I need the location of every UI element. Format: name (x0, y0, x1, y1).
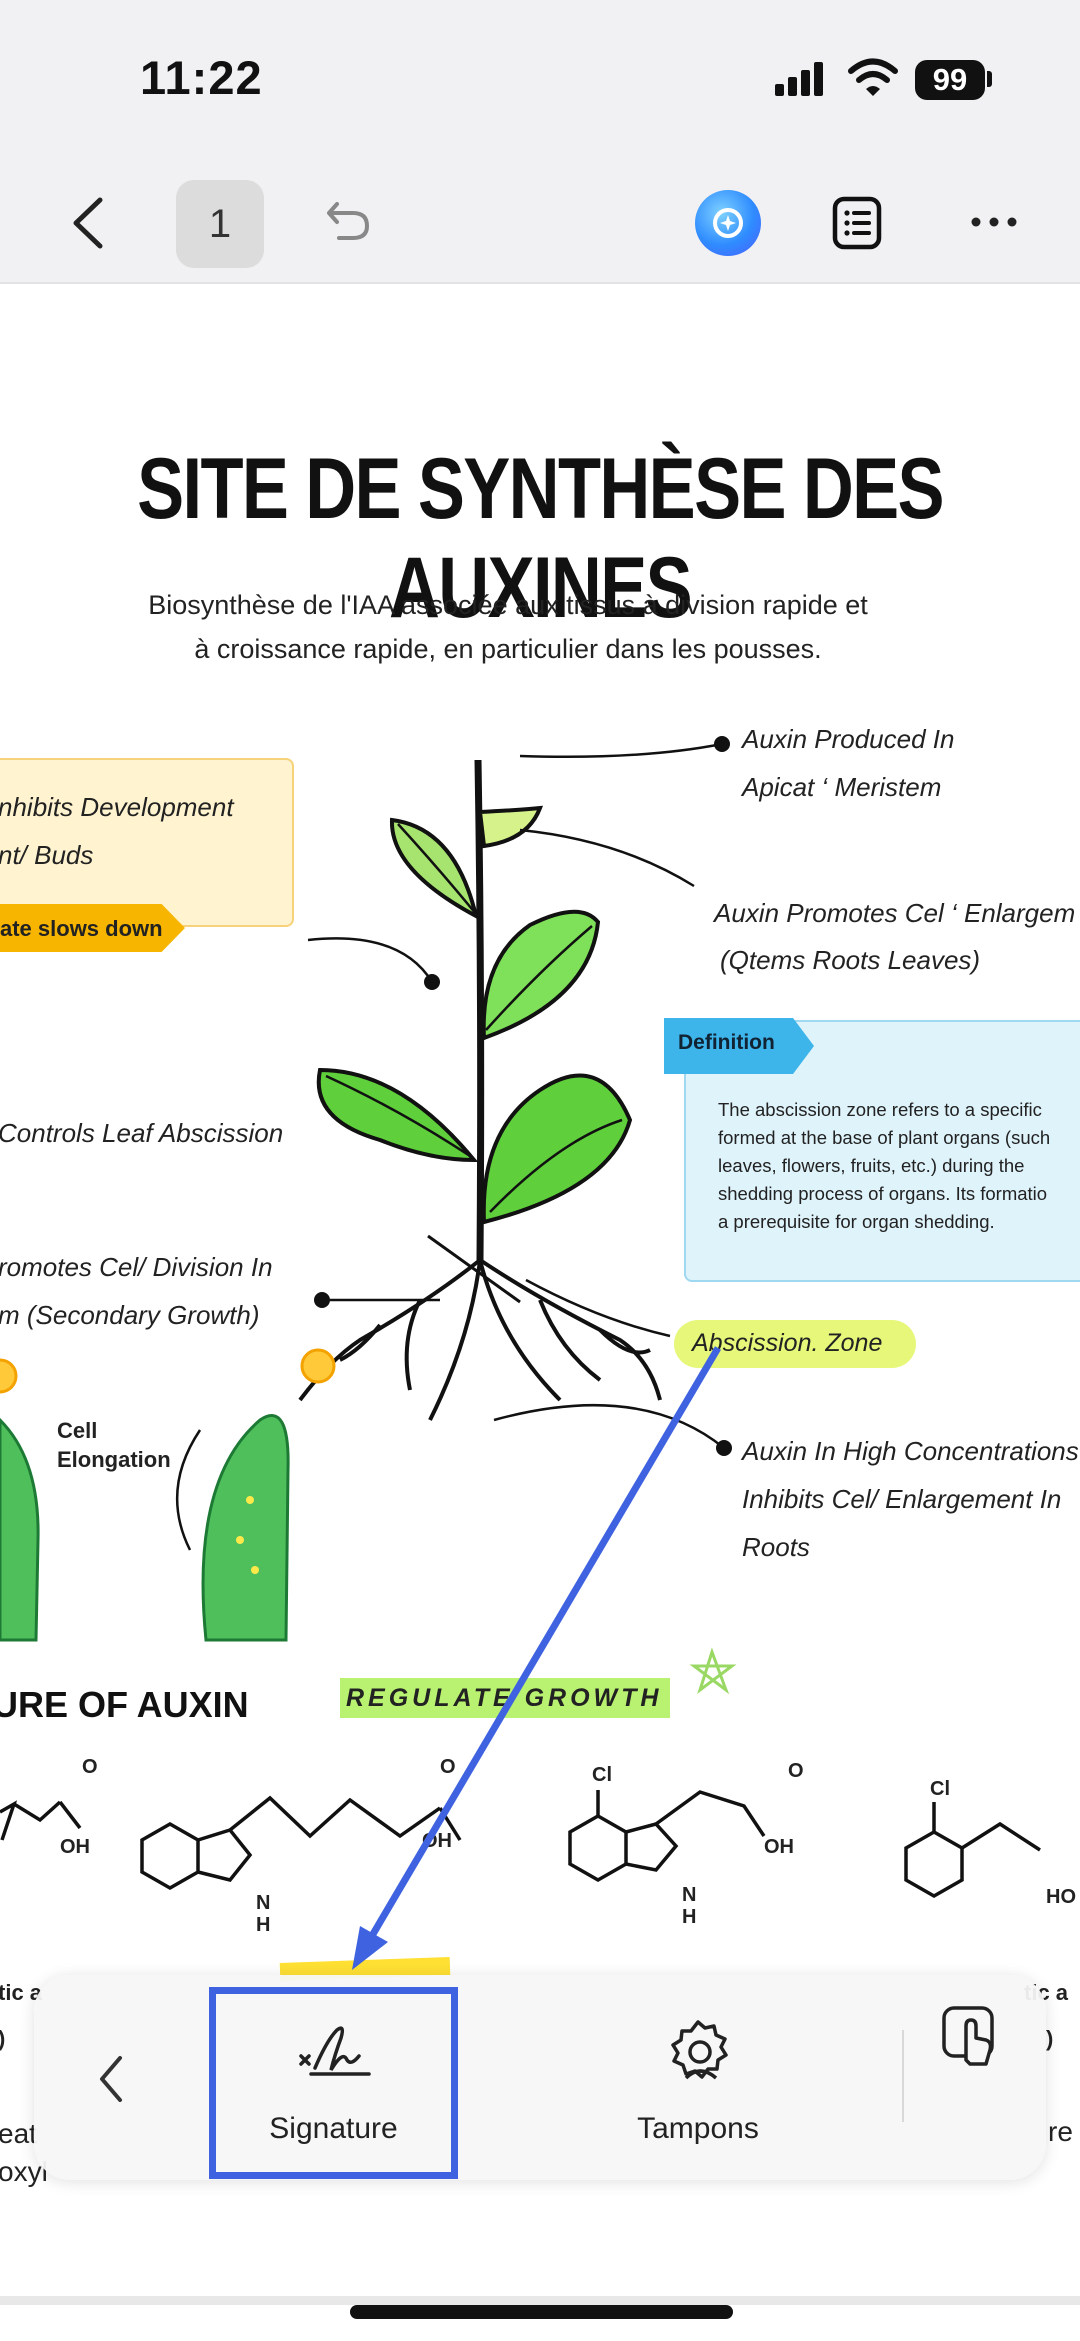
yellow-tag (0, 904, 185, 952)
fragment-text: ) (0, 2026, 5, 2052)
abscission-zone-text: Abscission. Zone (692, 1329, 883, 1357)
cell-elongation-label: Cell Elongation (57, 1416, 171, 1474)
chem-label: H (256, 1914, 271, 1936)
fragment-text: eat (0, 2118, 37, 2149)
note-produced-line2: Apicat ‘ Meristem (742, 772, 942, 802)
definition-line: shedding process of organs. Its formatio (718, 1183, 1048, 1204)
signature-button[interactable] (209, 1987, 458, 2179)
stamps-label[interactable]: Tampons (637, 2112, 759, 2145)
chemical-structures (0, 1790, 1041, 1899)
cell-label-line1: Cell (57, 1418, 98, 1443)
signature-label: Signature (269, 2112, 398, 2145)
more-icon[interactable] (970, 216, 1018, 228)
page-number-button[interactable]: 1 (176, 180, 264, 268)
note-inhibits-line2: nt/ Buds (0, 840, 94, 870)
yellow-tag-text: ate slows down (0, 916, 163, 941)
note-high-line1: Auxin In High Concentrations (742, 1436, 1079, 1466)
document-subtitle-line1: Biosynthèse de l'IAA associée aux tissus… (148, 590, 868, 620)
note-division-line2: m (Secondary Growth) (0, 1300, 260, 1330)
document-subtitle-line2: à croissance rapide, en particulier dans… (194, 634, 822, 664)
top-toolbar (0, 150, 1080, 284)
note-promotes-line2: (Qtems Roots Leaves) (720, 945, 981, 975)
sheet-back-chevron-icon[interactable] (96, 2054, 126, 2104)
list-icon[interactable] (832, 196, 882, 250)
battery-indicator: 99 (915, 60, 985, 100)
definition-text: The abscission zone refers to a specific… (718, 1096, 1080, 1236)
document-title: SITE DE SYNTHÈSE DES AUXINES (137, 441, 944, 636)
note-produced-line1: Auxin Produced In (742, 724, 955, 754)
structure-heading: URE OF AUXIN (0, 1684, 249, 1725)
ai-assistant-icon (713, 208, 743, 238)
stamp-icon[interactable] (664, 2018, 732, 2084)
chem-label: OH (60, 1836, 90, 1858)
status-bar (0, 0, 1080, 150)
sheet-separator (902, 2030, 904, 2122)
chem-label: N (682, 1884, 697, 1906)
touch-select-icon[interactable] (940, 2004, 1000, 2070)
page-bottom-edge (0, 2296, 1080, 2305)
status-time: 11:22 (140, 51, 263, 104)
chem-label: O (440, 1756, 456, 1778)
note-division-line1: romotes Cel/ Division In (0, 1252, 273, 1282)
plant-illustration (0, 736, 737, 1695)
chem-label: Cl (930, 1778, 950, 1800)
cell-label-line2: Elongation (57, 1447, 171, 1472)
home-indicator[interactable] (350, 2305, 733, 2319)
definition-tag (664, 1018, 814, 1074)
chem-label: HO (1046, 1886, 1076, 1908)
back-chevron-icon[interactable] (70, 196, 106, 250)
battery-tip (987, 71, 992, 87)
chem-label: O (788, 1760, 804, 1782)
chem-label: OH (764, 1836, 794, 1858)
cellular-signal-icon (775, 62, 823, 96)
note-high-line2: Inhibits Cel/ Enlargement In (742, 1484, 1062, 1514)
chem-label: O (82, 1756, 98, 1778)
annotation-arrow (352, 1346, 722, 1970)
signature-icon (299, 2026, 371, 2076)
fragment-text: re (1048, 2116, 1073, 2147)
yellow-note-box (0, 758, 294, 927)
note-promotes-line1: Auxin Promotes Cel ‘ Enlargem (714, 898, 1076, 928)
note-leaf-abscission: Controls Leaf Abscission (0, 1118, 284, 1148)
chem-label: H (682, 1906, 697, 1928)
fragment-text: ) (1046, 2026, 1054, 2051)
note-high-line3: Roots (742, 1532, 810, 1562)
definition-tag-text: Definition (678, 1031, 775, 1054)
definition-line: leaves, flowers, fruits, etc.) during th… (718, 1155, 1025, 1176)
definition-line: The abscission zone refers to a specific (718, 1099, 1042, 1120)
chem-label: N (256, 1892, 271, 1914)
regulate-growth-label: REGULATE GROWTH (346, 1684, 663, 1712)
tool-bottom-sheet (34, 1975, 1046, 2180)
ai-assistant-button[interactable] (695, 190, 761, 256)
chem-label: Cl (592, 1764, 612, 1786)
wifi-icon (848, 58, 898, 96)
definition-line: a prerequisite for organ shedding. (718, 1211, 995, 1232)
definition-line: formed at the base of plant organs (such (718, 1127, 1051, 1148)
undo-icon[interactable] (325, 196, 373, 244)
note-inhibits-line1: nhibits Development (0, 792, 234, 822)
